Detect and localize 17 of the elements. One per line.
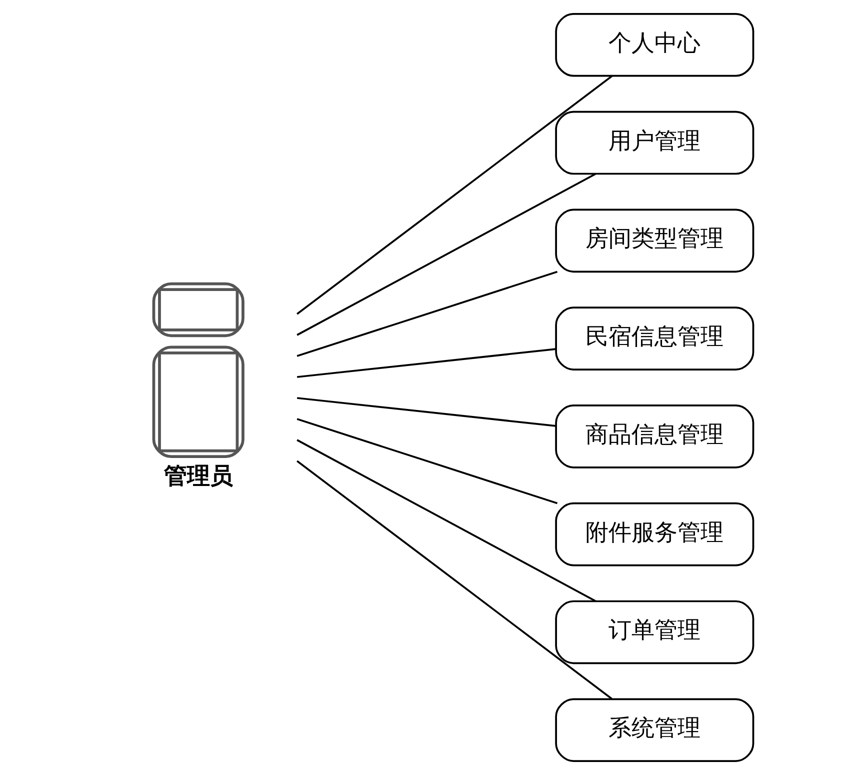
connector xyxy=(296,75,612,315)
node-box: 订单管理 xyxy=(555,600,754,664)
node-label: 管理员 xyxy=(164,464,233,490)
connector xyxy=(296,397,556,427)
node-box: 附件服务管理 xyxy=(555,502,754,566)
node-box: 民宿信息管理 xyxy=(555,306,754,370)
connector xyxy=(296,418,558,504)
connector xyxy=(296,348,556,378)
node-box: 个人中心 xyxy=(555,13,754,77)
connector xyxy=(296,173,596,336)
node-box: 用户管理 xyxy=(555,110,754,175)
connector xyxy=(296,460,612,700)
connector xyxy=(296,270,558,357)
node-box: 商品信息管理 xyxy=(555,404,754,468)
node-box: 系统管理 xyxy=(555,698,754,762)
node-box: 房间类型管理 xyxy=(555,208,754,273)
connector xyxy=(296,439,596,602)
